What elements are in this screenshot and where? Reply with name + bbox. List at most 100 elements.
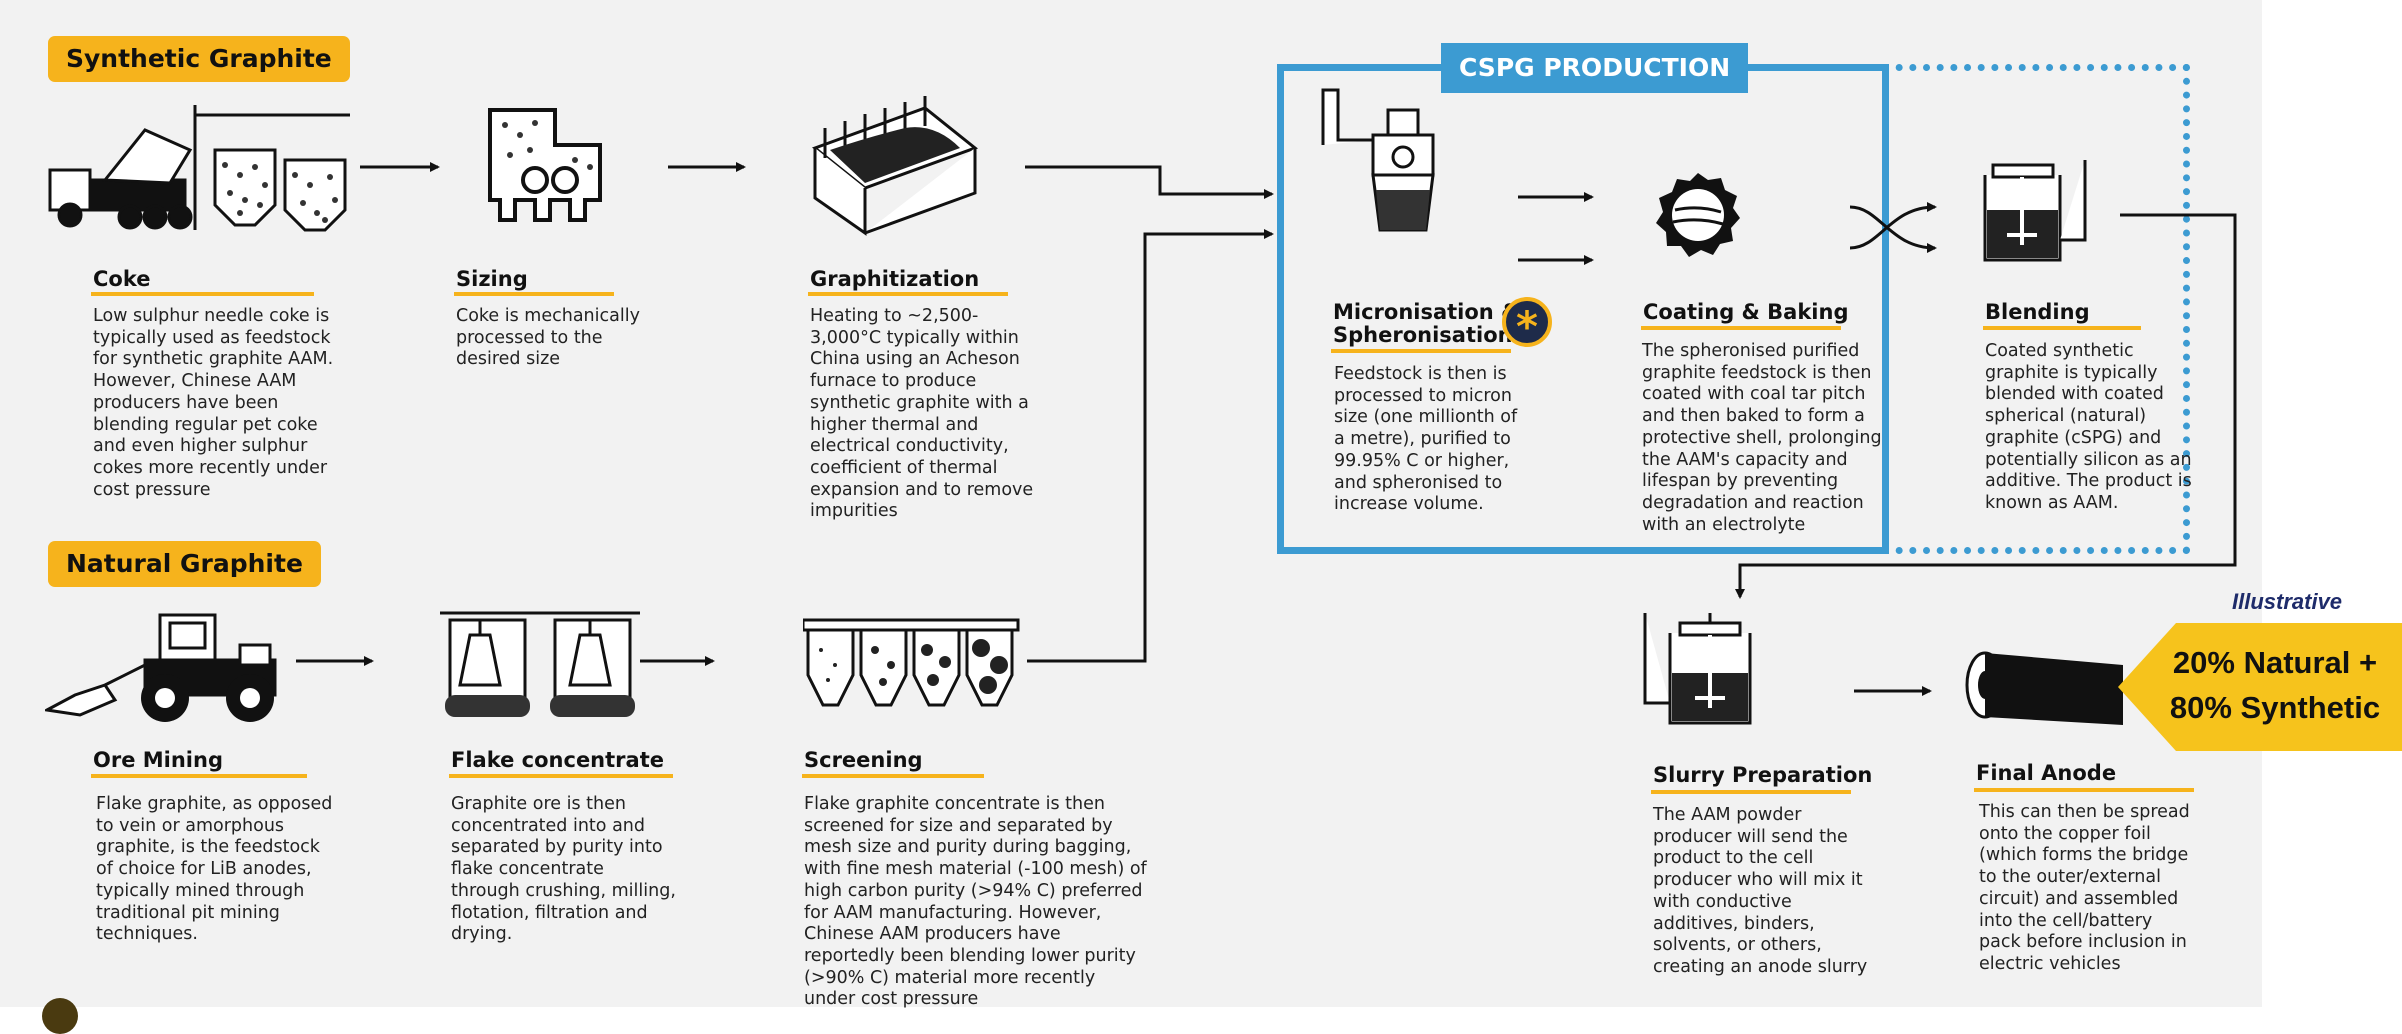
flow-arrows [296,162,2237,696]
callout-line-1: 20% Natural + [2172,645,2378,680]
step-title-micronisation-line2: Spheronisation [1333,323,1513,347]
desc-line: graphite feedstock is then [1642,362,1872,383]
desc-line: electric vehicles [1979,953,2121,974]
title-underline [91,292,314,296]
desc-line: coefficient of thermal [810,457,998,478]
desc-line: to the outer/external [1979,867,2161,888]
foil-roll-icon [1965,651,2123,725]
desc-line: to vein or amorphous [96,815,285,836]
step-title-ore-mining: Ore Mining [93,748,223,772]
desc-line: potentially silicon as an [1985,449,2192,470]
step-title-final-anode: Final Anode [1976,761,2117,785]
desc-line: with fine mesh material (-100 mesh) of [804,859,1147,880]
desc-line: creating an anode slurry [1653,956,1868,977]
cspg-dotted-extension [1882,64,2190,554]
desc-line: Heating to ~2,500- [810,306,979,326]
desc-line: concentrated into and [451,815,645,836]
desc-line: additives, binders, [1653,913,1815,934]
coating-drum-icon [1656,173,1740,257]
title-underline [1651,790,1851,794]
step-title-screening: Screening [804,748,923,772]
illustrative-label: Illustrative [2232,589,2343,614]
step-desc-graphitization: Heating to ~2,500-3,000°C typically with… [810,306,1033,523]
desc-line: lifespan by preventing [1642,471,1839,492]
flotation-cell-icon [440,611,640,717]
desc-line: desired size [456,349,561,370]
desc-line: increase volume. [1334,494,1484,515]
desc-line: Flake graphite concentrate is then [804,794,1105,814]
desc-line: into the cell/battery [1979,910,2153,931]
callout-line-2: 80% Synthetic [2169,690,2381,725]
desc-line: processed to micron [1334,385,1512,406]
desc-line: and spheronised to [1334,472,1503,493]
desc-line: higher thermal and [810,414,979,435]
desc-line: graphite is typically [1985,362,2158,383]
wheel-loader-icon [45,613,277,722]
desc-line: China using an Acheson [810,349,1020,370]
step-title-sizing: Sizing [456,267,528,291]
step-title-micronisation-line1: Micronisation & [1333,300,1520,324]
screening-hopper-icon [803,618,1020,707]
desc-line: the AAM's capacity and [1642,449,1848,470]
desc-line: spherical (natural) [1985,406,2147,427]
natural-graphite-badge: Natural Graphite [48,541,321,587]
desc-line: furnace to produce [810,371,977,392]
desc-line: cost pressure [93,479,211,500]
desc-line: However, Chinese AAM [93,371,297,392]
desc-line: reportedly been blending lower purity [804,945,1136,966]
desc-line: graphite (cSPG) and [1985,427,2162,448]
blend-ratio-callout: 20% Natural + 80% Synthetic [2150,640,2400,730]
desc-line: pack before inclusion in [1979,932,2187,953]
desc-line: mesh size and purity during bagging, [804,837,1132,858]
title-underline [91,774,307,778]
desc-line: traditional pit mining [96,902,280,923]
star-icon: * [1502,297,1552,351]
dump-truck-icon [48,105,350,232]
desc-line: Coated synthetic [1985,341,2134,361]
desc-line: and even higher sulphur [93,436,308,457]
desc-line: 3,000°C typically within [810,327,1019,348]
step-title-slurry: Slurry Preparation [1653,763,1873,787]
title-underline [449,774,673,778]
desc-line: electrical conductivity, [810,436,1009,457]
step-title-coating: Coating & Baking [1643,300,1849,324]
desc-line: protective shell, prolonging [1642,427,1882,448]
mill-icon [1321,88,1435,232]
furnace-icon [811,96,979,236]
desc-line: circuit) and assembled [1979,888,2179,909]
title-underline [1983,326,2141,330]
desc-line: typically mined through [96,880,305,901]
desc-line: with conductive [1653,891,1792,912]
desc-line: separated by purity into [451,837,663,858]
desc-line: (which forms the bridge [1979,845,2189,866]
desc-line: producer who will mix it [1653,870,1863,891]
process-canvas: Synthetic Graphite Natural Graphite CSPG… [0,0,2262,1034]
desc-line: with an electrolyte [1642,514,1806,535]
desc-line: through crushing, milling, [451,880,676,901]
step-title-blending: Blending [1985,300,2090,324]
desc-line: known as AAM. [1985,492,2119,513]
step-title-graphitization: Graphitization [810,267,980,291]
desc-line: high carbon purity (>94% C) preferred [804,880,1143,901]
desc-line: coated with coal tar pitch [1642,384,1866,405]
desc-line: additive. The product is [1985,471,2192,492]
title-underline [1641,326,1841,330]
footer-circle-icon [42,998,78,1034]
desc-line: a metre), purified to [1334,429,1511,450]
desc-line: drying. [451,924,513,945]
desc-line: onto the copper foil [1979,823,2151,844]
cspg-production-label: CSPG PRODUCTION [1441,43,1749,93]
desc-line: Low sulphur needle coke is [93,306,330,326]
desc-line: for AAM manufacturing. However, [804,902,1102,923]
desc-line: product to the cell [1653,848,1814,869]
desc-line: size (one millionth of [1334,407,1518,428]
desc-line: Coke is mechanically [456,306,640,326]
title-underline [1974,788,2194,792]
desc-line: and then baked to form a [1642,406,1865,427]
desc-line: Flake graphite, as opposed [96,794,333,814]
title-underline [454,292,614,296]
